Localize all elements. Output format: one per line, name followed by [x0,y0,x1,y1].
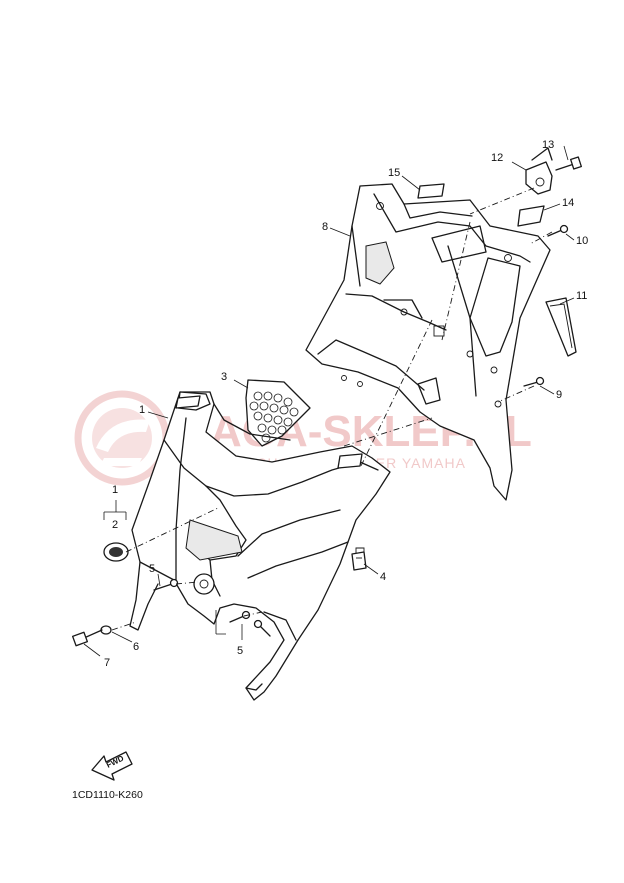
label-on-front [175,395,201,409]
bracket-part-12 [525,147,553,195]
callout-5-lower: 5 [237,645,243,657]
callout-1-lower: 1 [112,484,118,496]
assembly-lines [111,187,553,631]
label-part-14 [517,205,545,227]
callout-1-upper: 1 [139,404,145,416]
watermark-logo [74,390,170,486]
inner-panel-part-8 [305,183,551,501]
callout-3: 3 [221,371,227,383]
callout-13: 13 [542,139,554,151]
front-cover-part-1 [129,391,391,701]
screw-part-13 [555,156,582,171]
callout-8: 8 [322,221,328,233]
bolt-part-7 [72,629,103,647]
screw-part-5-lower [229,610,271,637]
callout-14: 14 [562,197,574,209]
diagram-code: 1CD1110-K260 [72,789,143,801]
leader-lines [83,145,575,657]
screw-part-5-upper [153,578,179,591]
callout-6: 6 [133,641,139,653]
callout-12: 12 [491,152,503,164]
screw-part-9 [523,376,545,387]
label-part-15 [417,183,445,199]
label-on-front-2 [337,453,363,469]
grille-part-3 [245,379,311,447]
callout-10: 10 [576,235,588,247]
callout-5-upper: 5 [149,563,155,575]
emblem-part-2 [103,542,129,562]
fwd-arrow-icon: FWD [91,751,133,781]
strip-part-11 [545,297,577,357]
callout-15: 15 [388,167,400,179]
screw-part-10 [547,224,569,237]
callout-9: 9 [556,389,562,401]
clip-part-4 [351,551,367,571]
callout-11: 11 [576,290,587,302]
callout-2: 2 [112,519,118,531]
callout-7: 7 [104,657,110,669]
callout-4: 4 [380,571,386,583]
